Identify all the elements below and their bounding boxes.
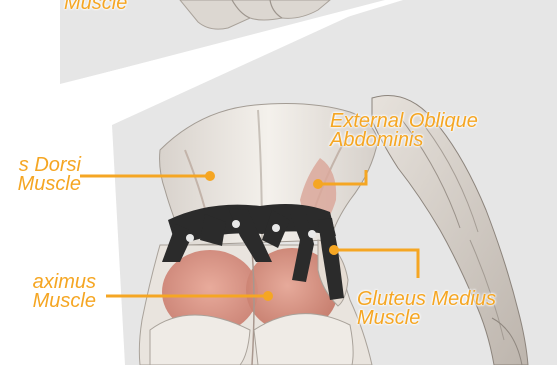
- gluteus-medius-label: Gluteus Medius Muscle: [357, 290, 496, 328]
- latissimus-dot: [205, 171, 215, 181]
- gluteus-medius-line2: Muscle: [357, 309, 496, 328]
- oblique-dot: [313, 179, 323, 189]
- latissimus-dorsi-label: s Dorsi Muscle: [18, 156, 81, 194]
- gluteus-maximus-line2: Muscle: [33, 292, 96, 311]
- external-oblique-label: External Oblique Abdominis: [330, 112, 478, 150]
- gluteus-maximus-dot: [263, 291, 273, 301]
- top-partial-label: Muscle: [64, 0, 127, 13]
- top-partial-line1: Muscle: [64, 0, 127, 13]
- oblique-line2: Abdominis: [330, 131, 478, 150]
- gluteus-medius-dot: [329, 245, 339, 255]
- latissimus-line2: Muscle: [18, 175, 81, 194]
- gluteus-maximus-label: aximus Muscle: [33, 273, 96, 311]
